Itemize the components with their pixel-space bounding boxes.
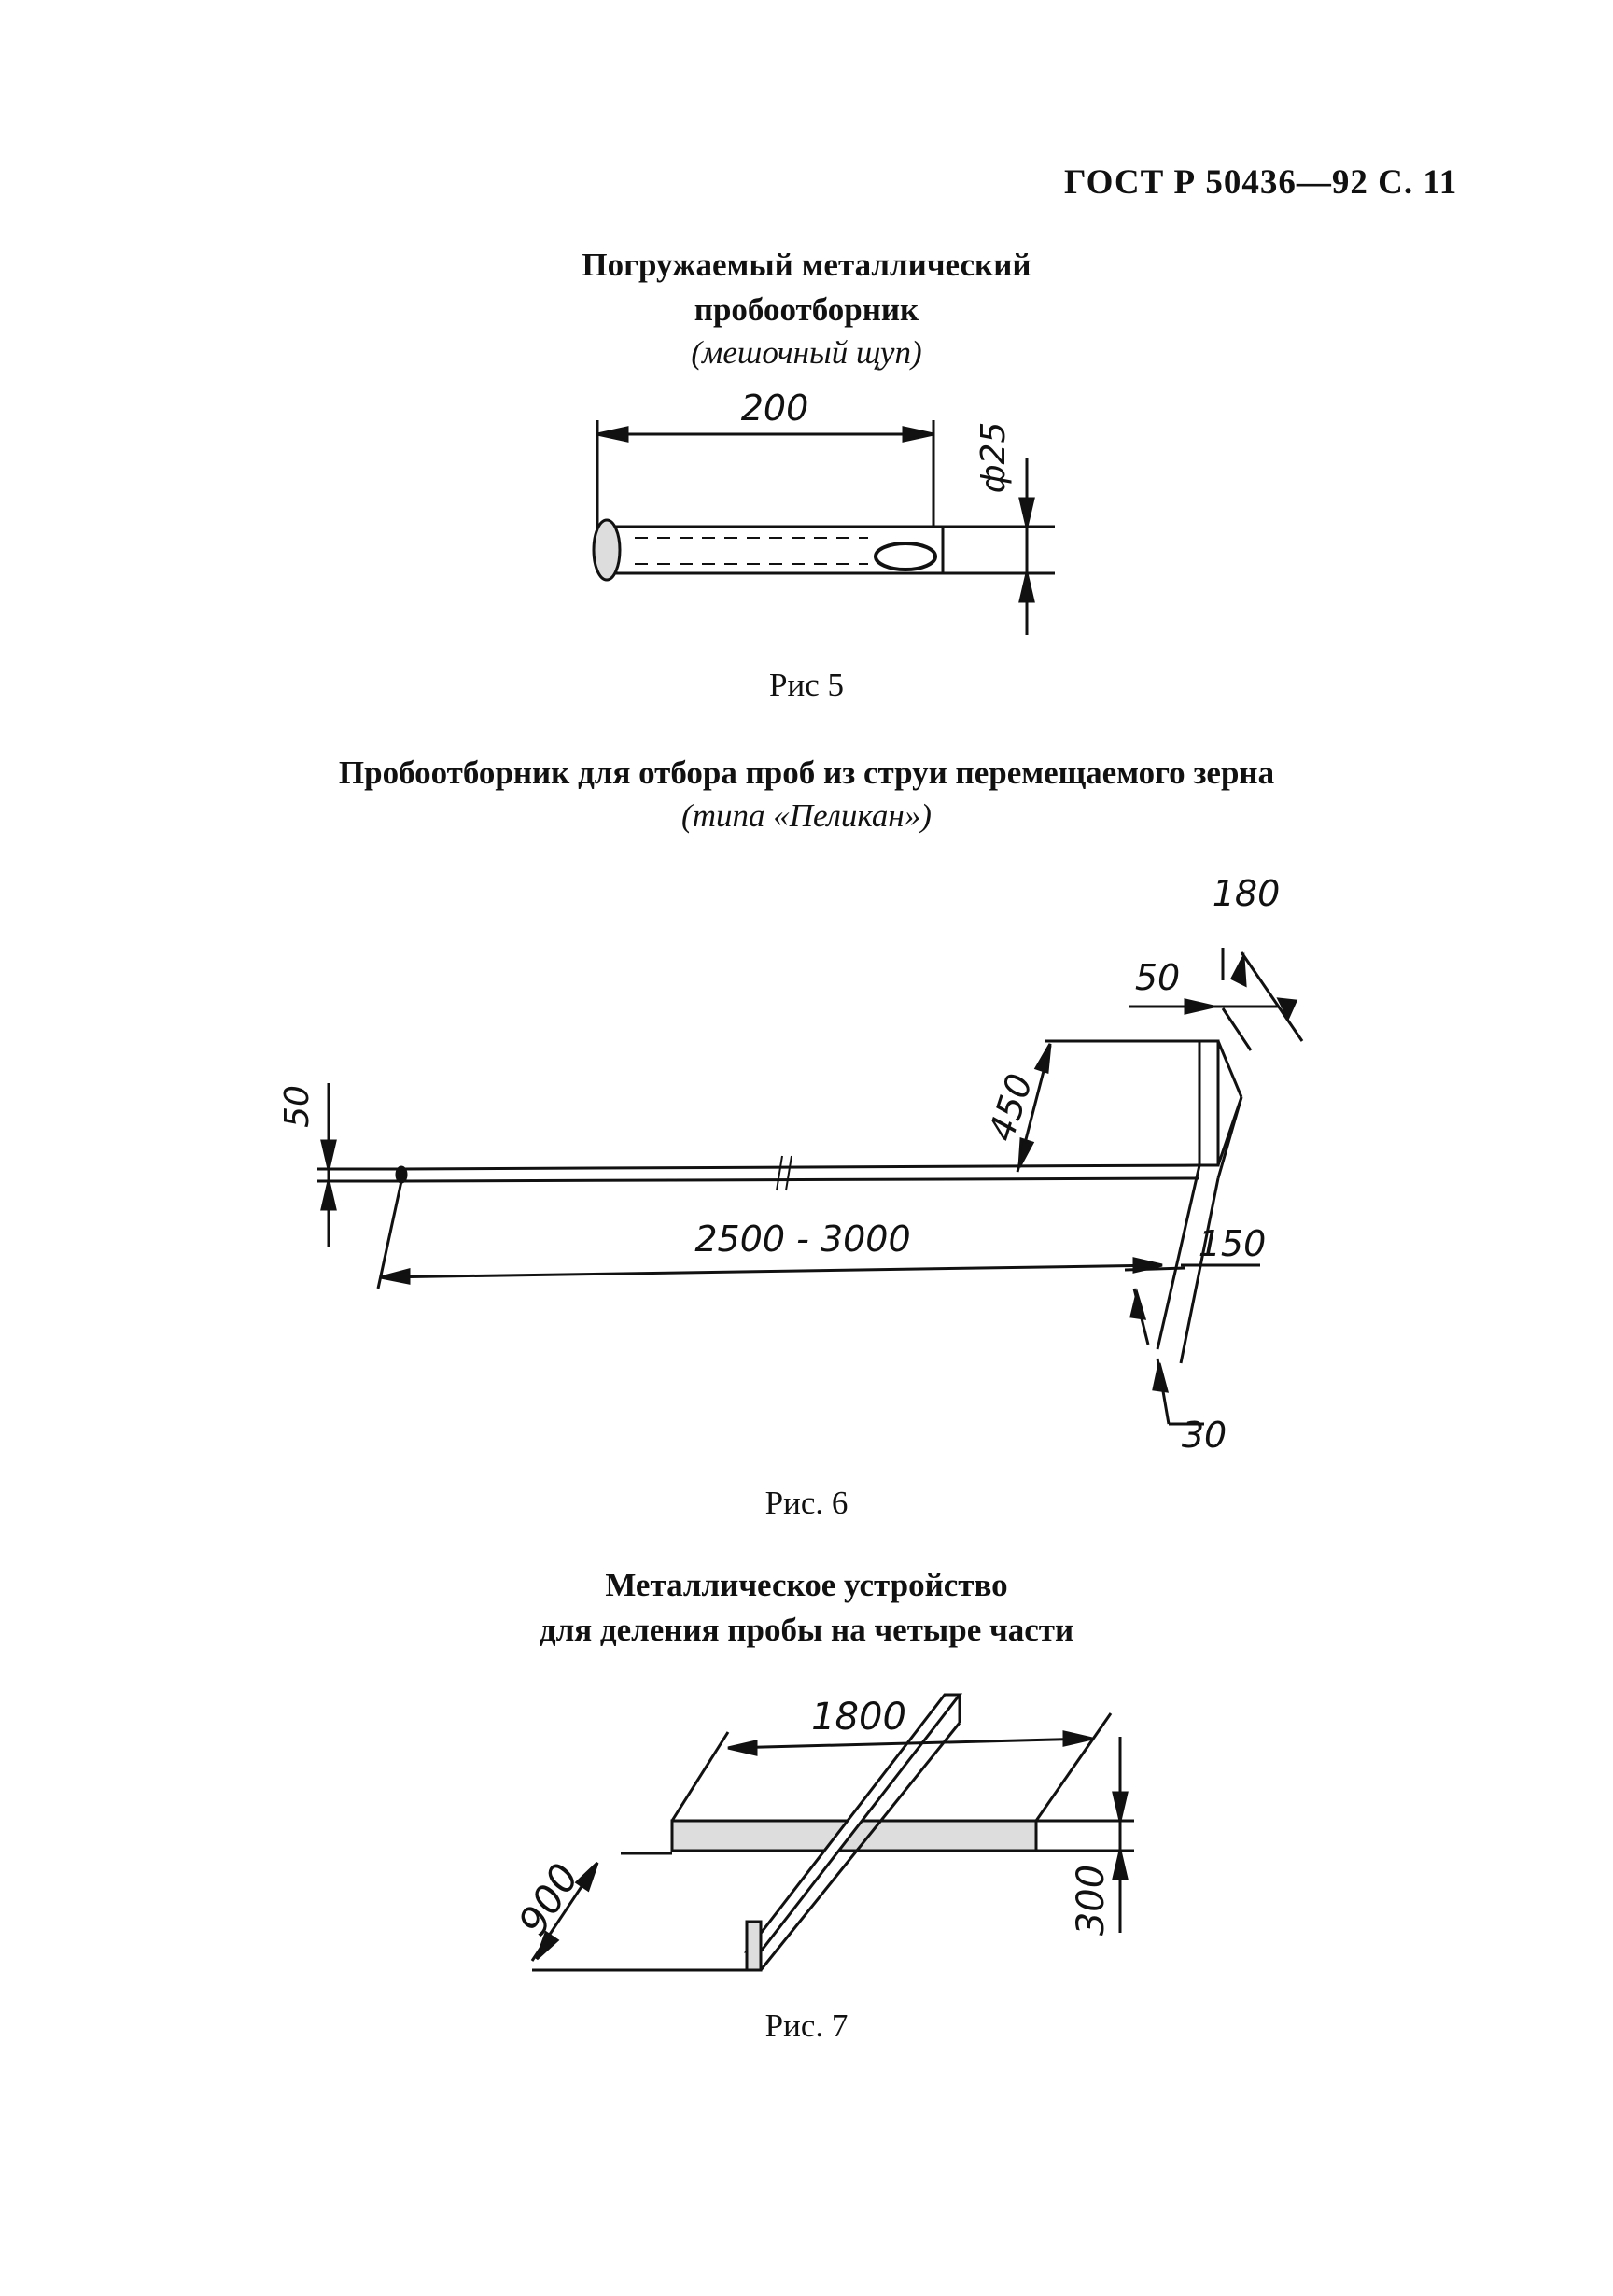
fig5-dim-200: 200 bbox=[741, 387, 809, 429]
fig6-dim-180: 180 bbox=[1213, 873, 1281, 914]
fig6-drawing: 180 50 450 50 2500 - 3000 150 30 bbox=[278, 873, 1304, 1456]
fig5-subtitle: (мешочный щуп) bbox=[691, 334, 922, 371]
fig7-caption: Рис. 7 bbox=[764, 2007, 849, 2044]
fig6-handle-bottom bbox=[400, 1176, 1200, 1183]
fig6-handle-top bbox=[400, 1163, 1200, 1171]
fig6-dim-30: 30 bbox=[1182, 1415, 1227, 1456]
fig5-dim-25: ф25 bbox=[975, 422, 1013, 494]
fig6-caption: Рис. 6 bbox=[764, 1485, 849, 1521]
fig6-dim-450: 450 bbox=[981, 1069, 1041, 1147]
fig6-title: Пробоотборник для отбора проб из струи п… bbox=[338, 754, 1275, 791]
fig7-drawing: 1800 900 300 bbox=[510, 1693, 1134, 1972]
fig6-dim-50-left: 50 bbox=[278, 1085, 316, 1128]
fig7-dim-900: 900 bbox=[510, 1855, 588, 1943]
fig6-subtitle: (типа «Пеликан») bbox=[681, 797, 932, 834]
fig5-caption: Рис 5 bbox=[769, 667, 844, 703]
fig5-title-line1: Погружаемый металлический bbox=[582, 247, 1031, 283]
fig6-dim-2500-3000: 2500 - 3000 bbox=[694, 1218, 910, 1260]
fig5-drawing: 200 ф25 bbox=[592, 387, 1055, 635]
fig6-dim-150: 150 bbox=[1199, 1223, 1267, 1264]
fig6-dim-50-top: 50 bbox=[1135, 957, 1180, 998]
fig7-title-line1: Металлическое устройство bbox=[605, 1567, 1008, 1603]
fig5-title-line2: пробоотборник bbox=[694, 291, 919, 328]
fig5-tube-flange bbox=[592, 518, 622, 582]
fig6-cup-front bbox=[1198, 1039, 1220, 1167]
fig7-dim-1800: 1800 bbox=[811, 1696, 906, 1739]
fig5-tube-opening bbox=[874, 542, 937, 571]
standard-header: ГОСТ Р 50436—92 С. 11 bbox=[1064, 163, 1458, 202]
fig7-title-line2: для деления пробы на четыре части bbox=[539, 1612, 1074, 1648]
fig7-dim-300: 300 bbox=[1070, 1865, 1113, 1936]
